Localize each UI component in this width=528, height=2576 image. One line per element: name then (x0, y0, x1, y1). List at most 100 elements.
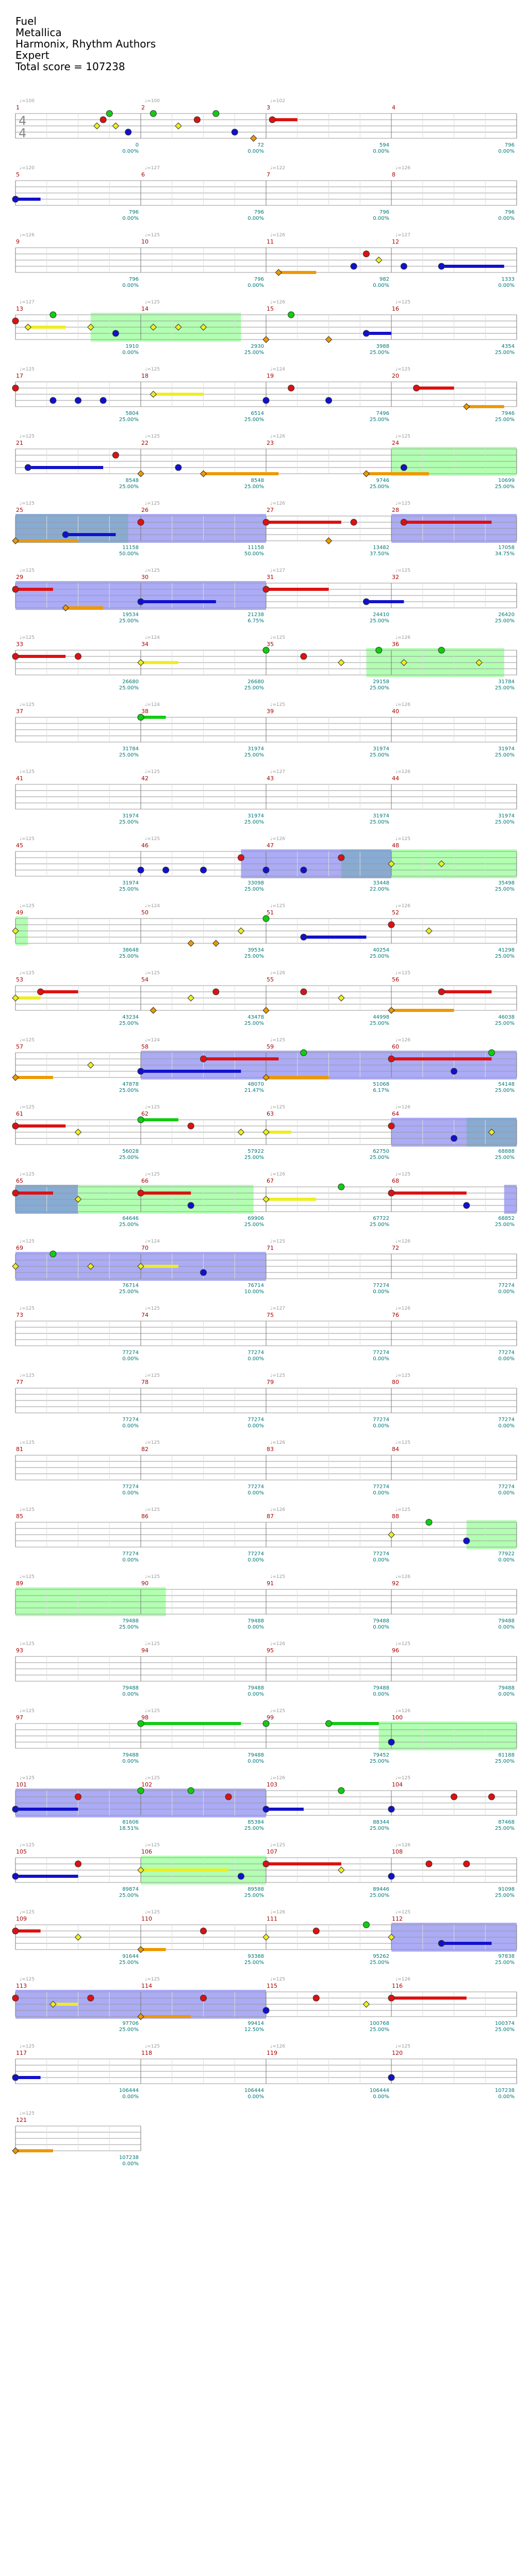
tempo-marker: ♩=125 (20, 434, 35, 439)
measure-score: 72 (257, 142, 264, 148)
measure-multiplier: 25.00% (370, 752, 389, 758)
measure-number: 108 (392, 1848, 403, 1855)
measure-score: 77274 (248, 1551, 264, 1557)
note-sustain (203, 472, 279, 475)
measure-score: 77274 (498, 1283, 515, 1289)
note-head (338, 1787, 345, 1794)
measure-multiplier: 25.00% (370, 954, 389, 959)
note-sustain (391, 1009, 454, 1012)
note-sustain (15, 1076, 53, 1079)
note-head (488, 1793, 495, 1800)
note-sustain (15, 1124, 66, 1128)
note-head (269, 116, 276, 123)
measure-multiplier: 0.00% (373, 1692, 389, 1697)
tempo-marker: ♩=125 (145, 1574, 160, 1580)
tempo-marker: ♩=126 (270, 1440, 285, 1445)
measure-score: 77274 (248, 1350, 264, 1356)
measure-number: 42 (141, 775, 148, 782)
tempo-marker: ♩=126 (270, 434, 285, 439)
measure-score: 47878 (122, 1082, 139, 1087)
measure-multiplier: 25.00% (119, 2027, 139, 2033)
measure-number: 49 (16, 909, 23, 916)
measure-score: 79488 (248, 1685, 264, 1691)
measure-number: 16 (392, 305, 399, 312)
note-head (451, 1135, 457, 1142)
measure-number: 39 (267, 708, 274, 715)
tempo-marker: ♩=125 (20, 1641, 35, 1647)
note-head (24, 464, 31, 471)
tempo-marker: ♩=125 (395, 2044, 410, 2049)
tempo-marker: ♩=125 (20, 769, 35, 775)
measure-score: 77274 (373, 1417, 389, 1423)
measure-multiplier: 25.00% (370, 1155, 389, 1161)
measure-number: 84 (392, 1446, 399, 1453)
measure-multiplier: 0.00% (373, 1423, 389, 1429)
measure-score: 91098 (498, 1887, 515, 1892)
measure-multiplier: 0.00% (122, 2094, 139, 2100)
tempo-marker: ♩=124 (145, 1239, 160, 1244)
tempo-marker: ♩=125 (145, 836, 160, 842)
tempo-marker: ♩=126 (20, 233, 35, 238)
measure-multiplier: 25.00% (495, 887, 515, 892)
note-sustain (15, 198, 41, 201)
measure-score: 10699 (498, 478, 515, 484)
measure-multiplier: 25.00% (370, 1021, 389, 1026)
measure-multiplier: 0.00% (373, 283, 389, 288)
note-head (262, 915, 270, 922)
measure-multiplier: 0.00% (248, 149, 264, 154)
note-head (388, 2074, 395, 2081)
note-head (193, 116, 201, 123)
note-sustain (391, 1192, 467, 1195)
measure-multiplier: 25.00% (244, 1222, 264, 1228)
note-head (12, 2074, 19, 2081)
measure-number: 65 (16, 1178, 23, 1184)
note-head (137, 1866, 144, 1874)
measure-score: 17058 (498, 545, 515, 551)
tempo-marker: ♩=125 (145, 1843, 160, 1848)
measure-score: 7946 (502, 411, 515, 416)
note-head (87, 1994, 94, 2002)
note-head (187, 1787, 194, 1794)
tempo-marker: ♩=125 (395, 1440, 410, 1445)
note-head (300, 1049, 307, 1056)
measure-score: 81606 (122, 1820, 139, 1825)
measure-multiplier: 25.00% (370, 685, 389, 691)
measure-number: 83 (267, 1446, 274, 1453)
note-head (388, 1934, 395, 1941)
note-head (312, 1927, 320, 1935)
measure-multiplier: 25.00% (244, 752, 264, 758)
note-head (12, 317, 19, 325)
measure-multiplier: 25.00% (244, 484, 264, 490)
tempo-marker: ♩=125 (395, 434, 410, 439)
measure-multiplier: 25.00% (119, 1088, 139, 1093)
measure-score: 79488 (122, 1685, 139, 1691)
measure-number: 86 (141, 1513, 148, 1520)
measure-multiplier: 25.00% (495, 1826, 515, 1831)
measure-multiplier: 25.00% (244, 1960, 264, 1966)
measure-number: 19 (267, 373, 274, 379)
note-head (100, 397, 107, 404)
note-head (12, 1189, 19, 1197)
note-head (275, 269, 283, 276)
measure-number: 64 (392, 1110, 399, 1117)
measure-score: 79488 (248, 1752, 264, 1758)
note-head (37, 988, 44, 995)
note-sustain (141, 1070, 241, 1073)
measure-score: 7496 (376, 411, 389, 416)
note-head (200, 1994, 207, 2002)
measure-number: 14 (141, 305, 148, 312)
tempo-marker: ♩=125 (145, 769, 160, 775)
tempo-marker: ♩=125 (145, 1373, 160, 1378)
note-sustain (266, 521, 341, 524)
note-head (75, 1793, 81, 1800)
note-head (325, 336, 333, 343)
note-head (137, 1189, 144, 1197)
tempo-marker: ♩=125 (145, 367, 160, 372)
measure-number: 68 (392, 1178, 399, 1184)
note-head (325, 1720, 332, 1727)
measure-multiplier: 0.00% (498, 2094, 515, 2100)
note-head (75, 1860, 81, 1867)
measure-number: 72 (392, 1245, 399, 1251)
measure-score: 81188 (498, 1752, 515, 1758)
